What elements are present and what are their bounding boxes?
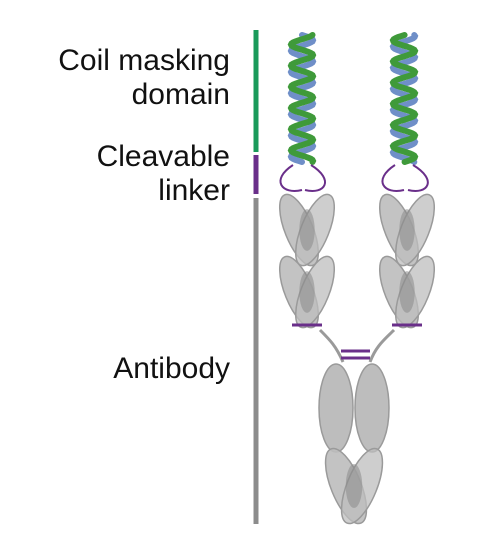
right-cleavable-linker-loop — [381, 164, 429, 192]
disulfide-bonds — [292, 323, 422, 360]
domain-overlap — [299, 271, 315, 313]
blue-helix-strand — [287, 32, 317, 165]
coil-masking-domain-label: Coil masking domain — [58, 44, 230, 112]
ch3-domain-pair — [324, 447, 384, 525]
cleavable-linker-label-line-1: Cleavable — [96, 140, 230, 173]
green-helix-strand — [389, 32, 419, 165]
left-cleavable-linker-loop — [279, 164, 326, 192]
left-constant-domain — [278, 255, 336, 329]
left-hinge — [318, 328, 345, 363]
domain-overlap — [345, 464, 363, 508]
coil-masking-label-line-1: Coil masking — [58, 44, 230, 77]
domain-overlap — [399, 209, 415, 251]
green-helix-strand — [287, 32, 317, 165]
right-coil-helix — [389, 32, 419, 165]
domain-overlap — [399, 271, 415, 313]
domain-overlap — [299, 209, 315, 251]
right-ch2-domain — [354, 363, 390, 453]
right-hinge — [368, 328, 396, 363]
right-constant-domain — [378, 255, 436, 329]
left-coil-helix — [287, 32, 317, 165]
left-variable-domain — [278, 193, 336, 267]
antibody-label: Antibody — [113, 352, 230, 386]
blue-helix-strand — [389, 32, 419, 165]
right-variable-domain — [378, 193, 436, 267]
left-ch2-domain — [318, 363, 354, 453]
cleavable-linker-label: Cleavable linker — [97, 140, 230, 208]
coil-masking-label-line-2: domain — [131, 78, 230, 111]
antibody-structure — [278, 193, 436, 525]
antibody-label-text: Antibody — [113, 352, 230, 385]
cleavable-linker-label-line-2: linker — [158, 174, 230, 207]
